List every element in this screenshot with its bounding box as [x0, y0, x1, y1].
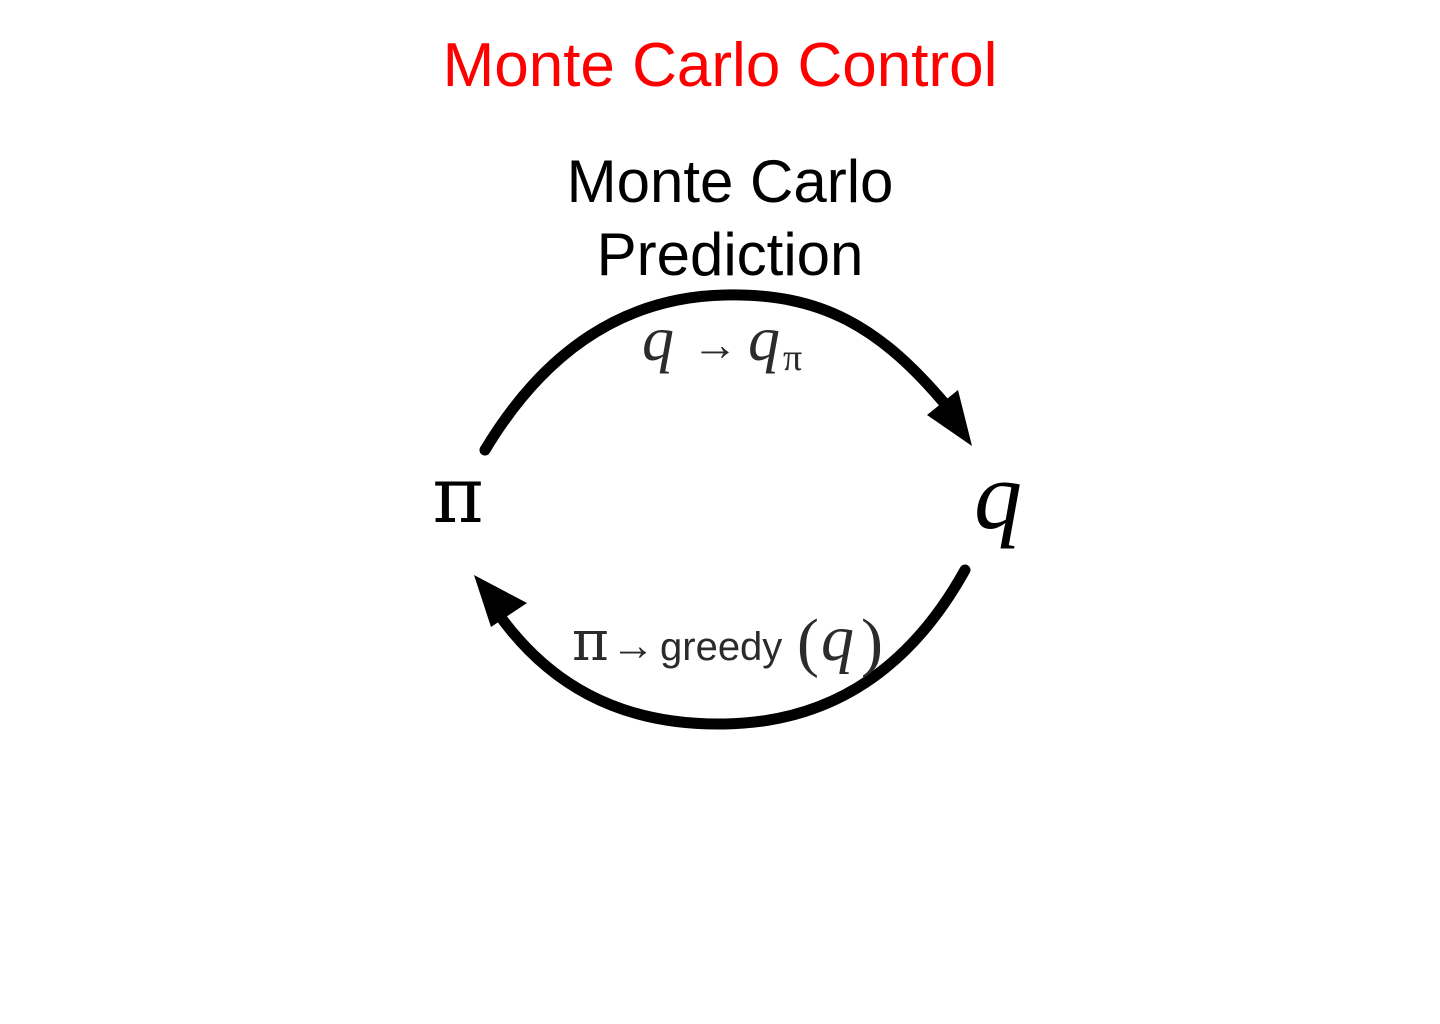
- improvement-arc: [491, 564, 971, 730]
- value-node-label: q: [974, 442, 1022, 549]
- improvement-lhs: π: [572, 609, 609, 674]
- evaluation-arrow-icon: →: [692, 319, 738, 370]
- evaluation-arc: [479, 289, 956, 456]
- improvement-arg: q: [821, 602, 854, 675]
- evaluation-formula: q → q π: [642, 303, 802, 379]
- evaluation-rhs: q: [748, 303, 780, 374]
- improvement-open-paren: (: [797, 606, 819, 679]
- improvement-arrow-icon: →: [611, 621, 655, 670]
- evaluation-lhs: q: [642, 303, 674, 374]
- improvement-arrowhead: [474, 575, 527, 627]
- policy-node-label: π: [432, 451, 483, 541]
- evaluation-subscript: π: [783, 337, 802, 379]
- evaluation-arrowhead: [927, 390, 972, 446]
- subtitle-line-2: Prediction: [596, 221, 864, 288]
- improvement-func: greedy: [660, 625, 782, 669]
- improvement-formula: π → greedy ( q ): [572, 602, 883, 679]
- slide-title: Monte Carlo Control: [442, 31, 998, 100]
- subtitle-line-1: Monte Carlo: [566, 148, 894, 215]
- improvement-close-paren: ): [861, 606, 883, 679]
